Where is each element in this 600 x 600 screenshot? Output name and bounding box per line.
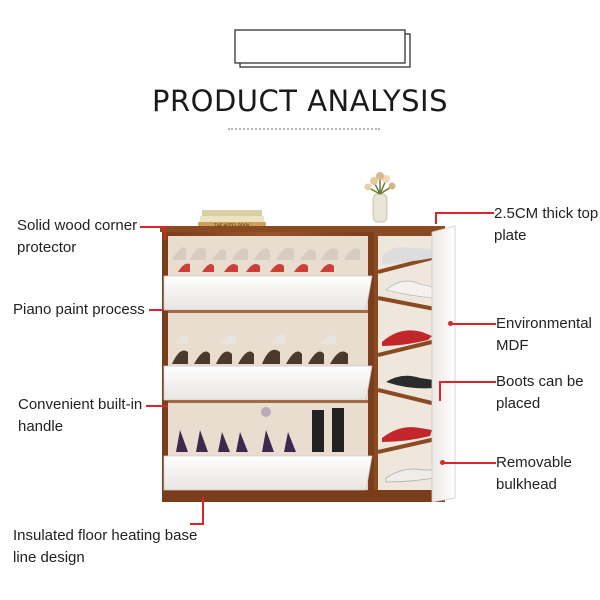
label-boots: Boots can be placed [496,373,584,412]
label-mdf: Environmental MDF [496,315,592,354]
book-spine-text: THE HOTEL BOOK [213,223,250,228]
leader-boots [440,381,496,383]
shoe-row-3 [176,408,344,452]
label-piano-paint: Piano paint process [13,301,145,318]
drawer-3 [163,455,373,491]
header-card-icon [234,29,411,68]
shoe-row-2 [172,334,348,364]
label-handle: Convenient built-in handle [18,396,143,435]
label-corner-protector: Solid wood corner protector [17,217,138,256]
leader-handle [146,405,168,407]
shoe-cabinet-image: THE HOTEL BOOK [160,172,456,503]
books-icon: THE HOTEL BOOK [198,210,266,228]
leader-top-plate [436,212,494,214]
drawer-2 [163,365,373,401]
label-top-plate: 2.5CM thick top plate [494,205,599,244]
leader-corner-protector [140,226,166,228]
drawer-1 [163,275,373,311]
leader-piano-paint [149,309,164,311]
label-bulkhead: Removable bulkhead [496,454,572,493]
base-line [162,490,374,502]
top-plate [160,226,445,232]
flower-vase-icon [364,172,396,223]
label-floor-base: Insulated floor heating base line design [13,527,198,566]
leader-floor-base [202,497,204,525]
shoe-row-1 [172,247,360,272]
leader-bulkhead [442,462,496,464]
leader-mdf [450,323,496,325]
page-title: PRODUCT ANALYSIS [152,84,448,118]
title-divider [228,128,380,130]
